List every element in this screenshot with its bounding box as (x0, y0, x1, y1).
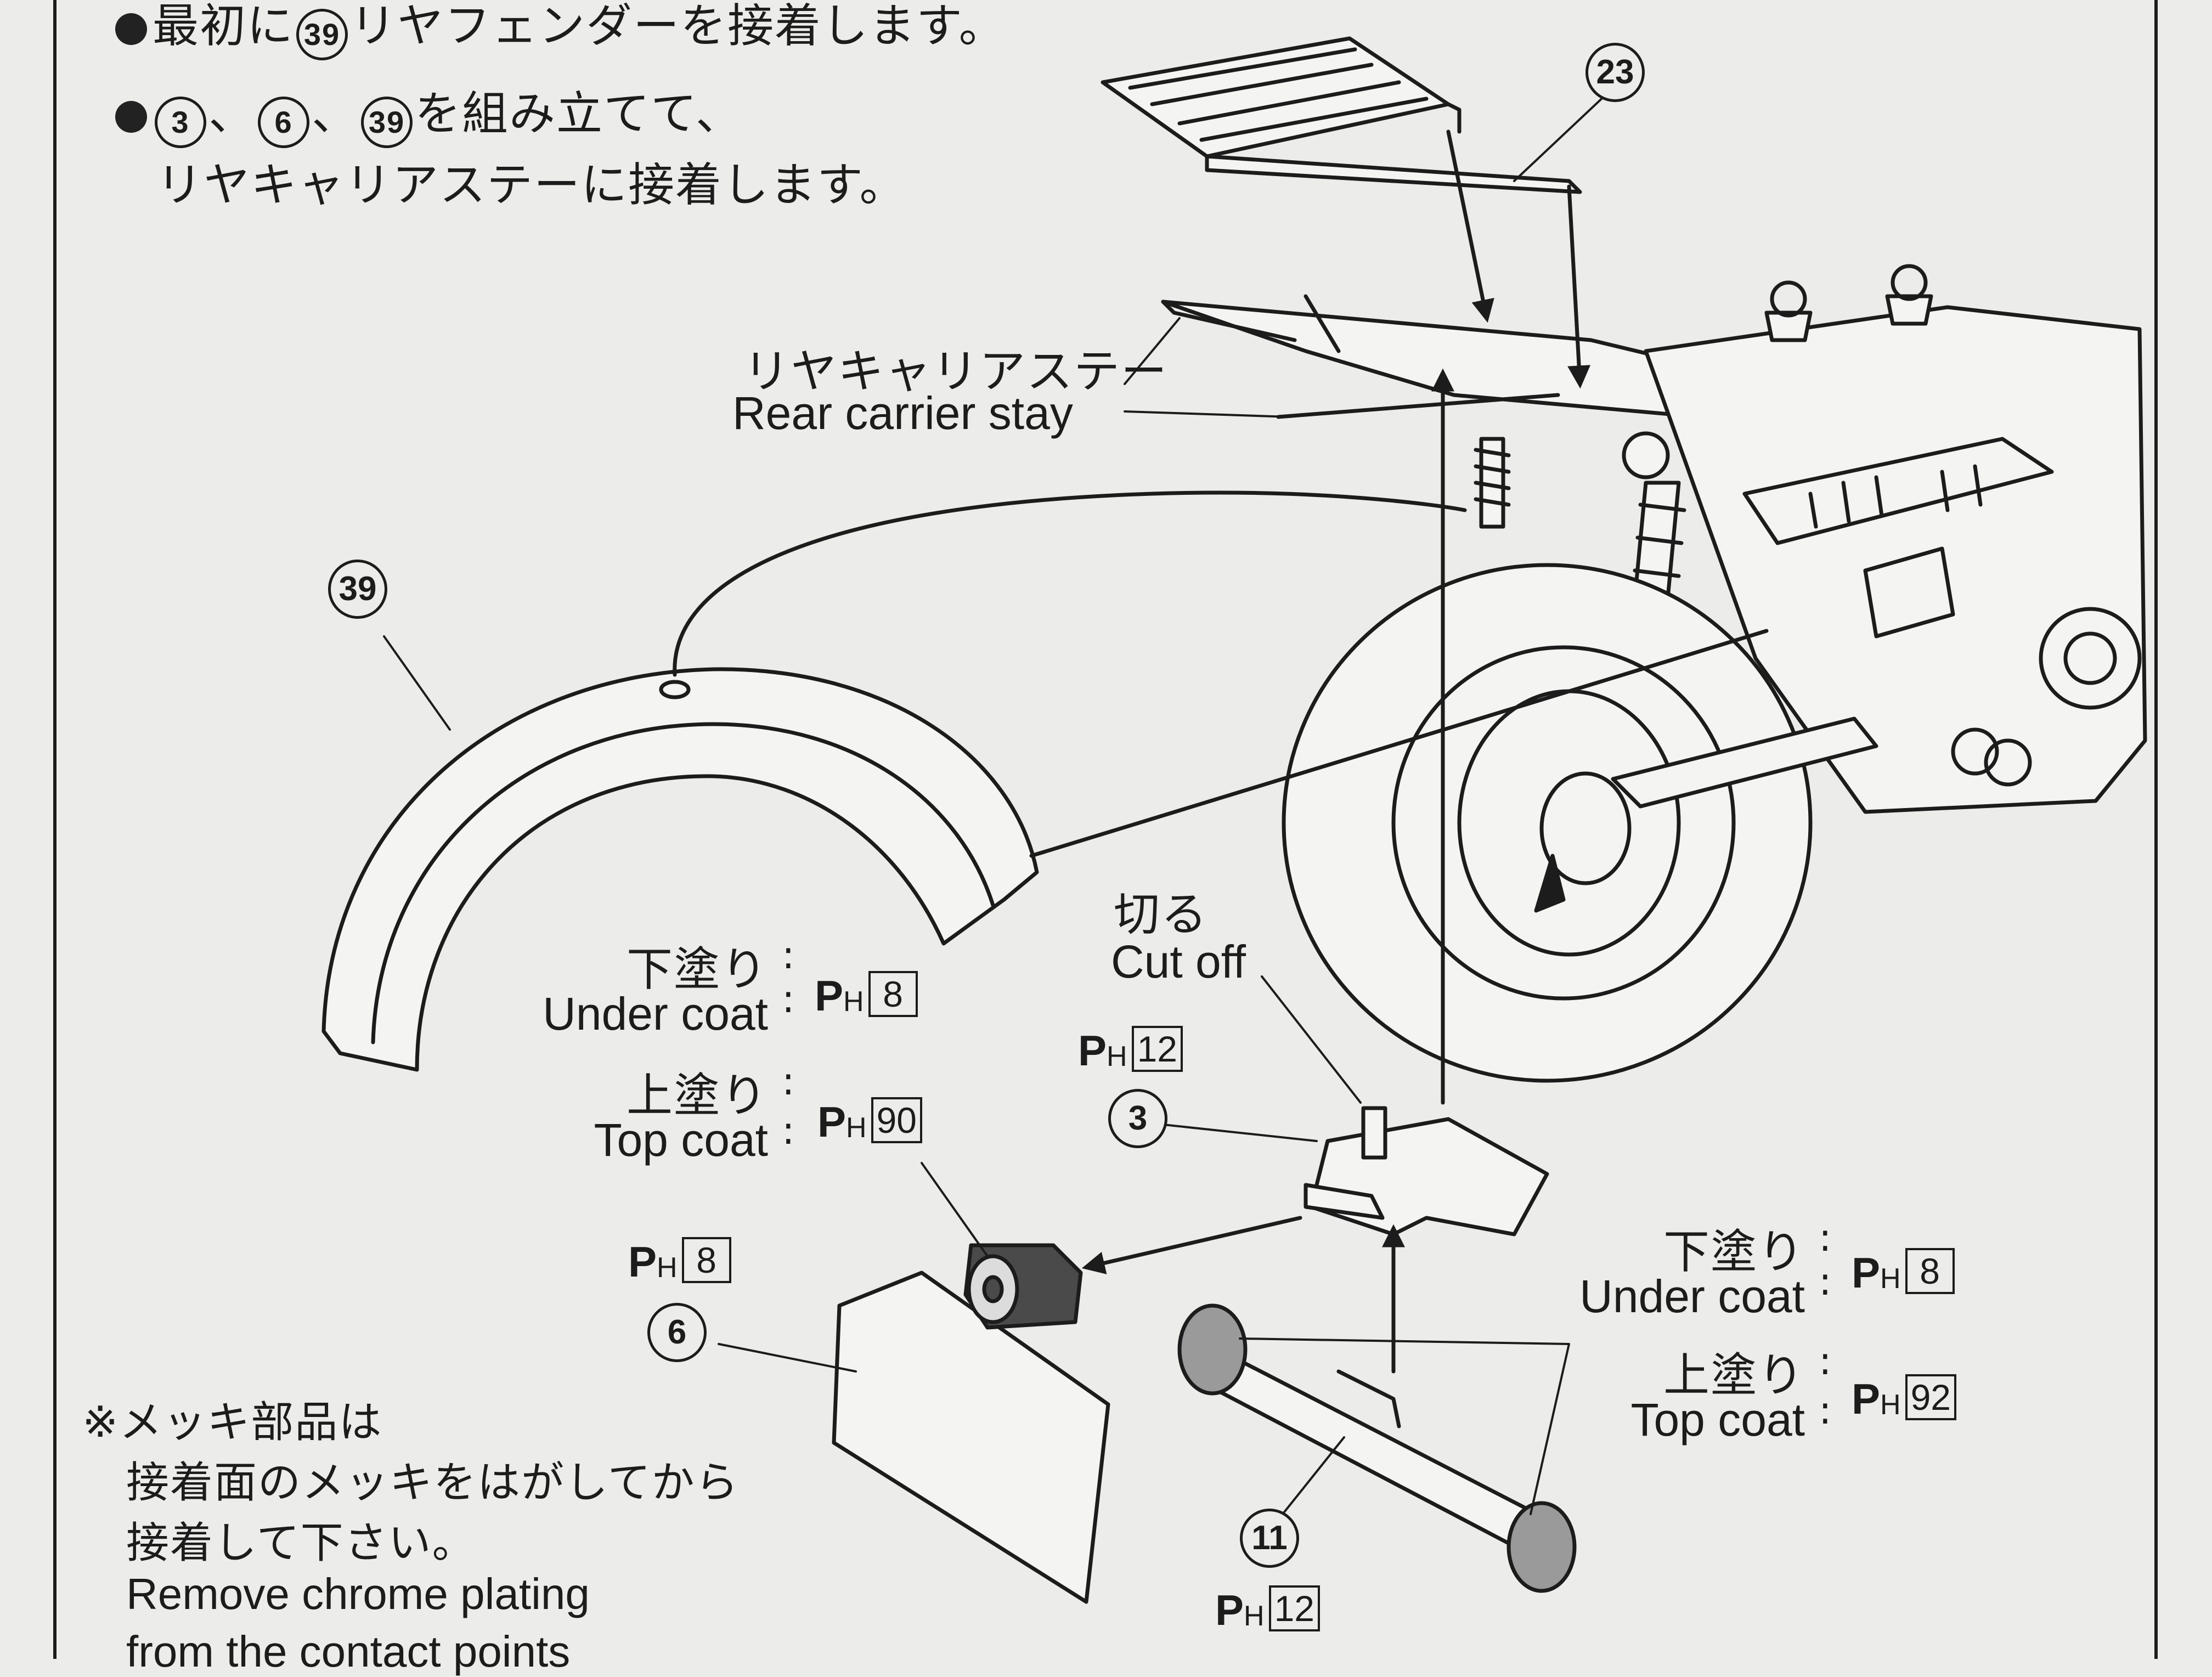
left-top-en: Top coat (594, 1114, 768, 1166)
leader-39 (383, 635, 451, 731)
paint-code: 92 (1905, 1374, 1957, 1420)
part-number-23: 23 (1585, 43, 1645, 102)
stay-label-jp: リヤキャリアステー (743, 345, 1169, 398)
carrier-arrow-left (1446, 129, 1494, 323)
part-number-3: 3 (1108, 1089, 1167, 1148)
instruction-text: を組み立てて、 (415, 87, 743, 140)
separator: 、 (312, 87, 359, 140)
part-number-11: 11 (1240, 1509, 1299, 1568)
left-top-jp: 上塗り (626, 1069, 768, 1122)
paint-p: P (628, 1238, 657, 1286)
cut-label-jp: 切る (1114, 888, 1209, 941)
instruction-text: 最初に (153, 0, 295, 53)
note-line-4: Remove chrome plating (126, 1569, 590, 1618)
paint-h: H (846, 1112, 867, 1144)
colon: : (782, 1059, 795, 1104)
leader-6-color (921, 1162, 989, 1257)
part-number-6: 6 (647, 1303, 707, 1362)
rear-fender (321, 667, 1039, 1072)
stay-label-en: Rear carrier stay (732, 387, 1073, 439)
colon: : (782, 933, 795, 978)
fender-front-guide (1029, 629, 1769, 858)
tail-light-part-6 (832, 1243, 1110, 1604)
leader-23 (1513, 92, 1609, 182)
paint-p: P (1215, 1586, 1244, 1634)
paint-code: 8 (681, 1237, 731, 1283)
paint-code: 90 (871, 1097, 923, 1143)
bracket-part-3 (1304, 1106, 1549, 1236)
carrier-arrow-right (1567, 184, 1591, 389)
separator: 、 (208, 87, 256, 140)
paint-code: 8 (868, 971, 918, 1017)
bullet-icon (115, 101, 147, 133)
paint-code: 12 (1268, 1585, 1321, 1631)
paint-p: P (815, 972, 844, 1020)
carrier-stay-frame (1161, 294, 1730, 419)
paint-h: H (1880, 1263, 1901, 1295)
bracket-to-light-arrow (1081, 1216, 1302, 1274)
paint-code: 8 (1905, 1248, 1955, 1294)
colon: : (782, 1108, 795, 1153)
leader-stay-bottom (1124, 410, 1290, 418)
leader-stay-top (1124, 317, 1181, 385)
paint-p: P (817, 1098, 847, 1146)
paint-h: H (1244, 1600, 1265, 1632)
paint-h: H (1880, 1389, 1901, 1421)
engine-body (1644, 264, 2147, 814)
part-ref: 3 (155, 97, 206, 148)
paint-h: H (657, 1252, 678, 1284)
rear-wheel (1282, 563, 1878, 1083)
paint-p: P (1852, 1375, 1881, 1423)
instruction-line-3: リヤキャリアステーに接着します。 (156, 158, 907, 212)
colon: : (1819, 1388, 1832, 1433)
note-line-5: from the contact points (126, 1627, 571, 1676)
paint-h: H (1107, 1041, 1127, 1072)
instruction-text: リヤフェンダーを接着します。 (350, 0, 1006, 53)
note-line-3: 接着して下さい。 (126, 1518, 476, 1568)
part-ref: 6 (258, 97, 310, 148)
leader-cut (1261, 975, 1362, 1104)
paint-p: P (1852, 1249, 1881, 1297)
right-under-jp: 下塗り (1663, 1225, 1805, 1279)
part-ref: 39 (296, 9, 348, 60)
left-under-jp: 下塗り (626, 942, 768, 996)
colon: : (1819, 1215, 1832, 1260)
colon: : (1819, 1339, 1832, 1384)
bullet-icon (115, 13, 147, 45)
paint-code: 12 (1131, 1026, 1183, 1072)
leader-3 (1162, 1123, 1318, 1142)
note-line-1: ※メッキ部品は (82, 1398, 383, 1447)
fender-guide-line (673, 490, 1467, 677)
colon: : (782, 976, 795, 1021)
colon: : (1819, 1259, 1832, 1304)
part-ref: 39 (361, 97, 413, 148)
paint-p: P (1078, 1026, 1107, 1075)
part-number-39: 39 (328, 560, 387, 619)
leader-6 (718, 1343, 857, 1373)
right-top-jp: 上塗り (1663, 1348, 1805, 1402)
right-top-en: Top coat (1630, 1394, 1805, 1446)
note-line-2: 接着面のメッキをはがしてから (126, 1458, 740, 1507)
bar-part-11 (1177, 1303, 1577, 1593)
leader-11a (1277, 1436, 1345, 1521)
cut-label-en: Cut off (1111, 936, 1246, 987)
left-under-en: Under coat (543, 988, 768, 1040)
paint-h: H (843, 986, 864, 1018)
rear-carrier-rack (1101, 36, 1582, 194)
right-under-en: Under coat (1579, 1271, 1805, 1322)
leader-11b (1239, 1337, 1570, 1515)
